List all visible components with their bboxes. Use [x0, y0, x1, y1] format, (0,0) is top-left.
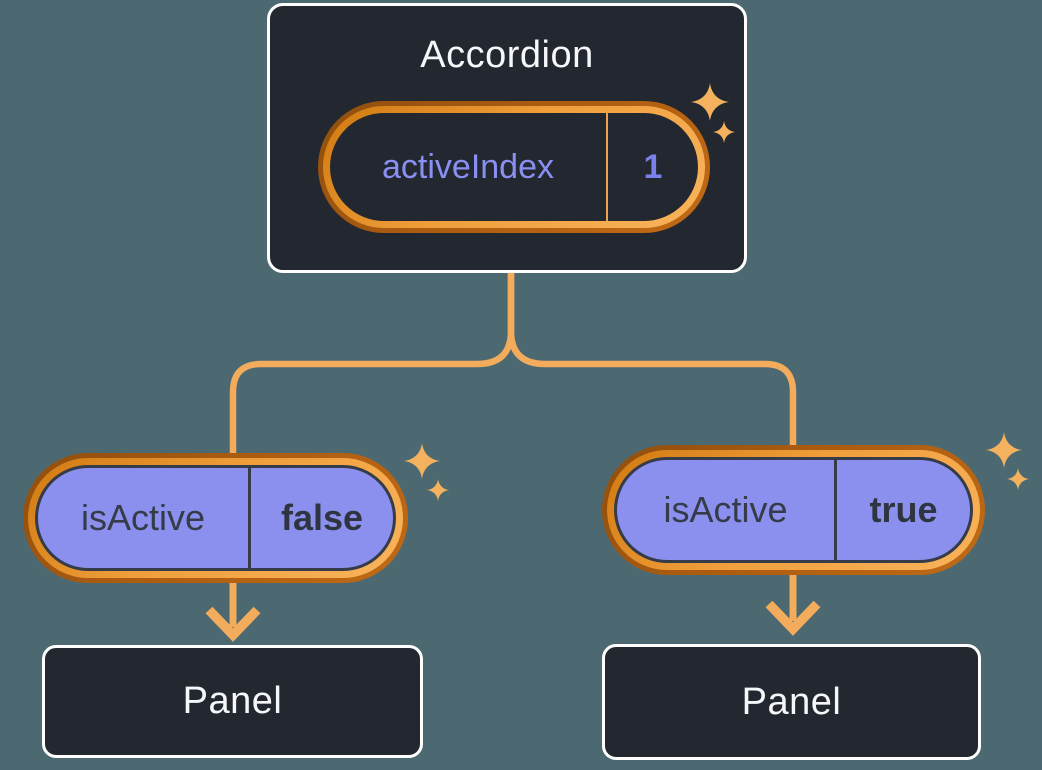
state-value-segment: 1 — [608, 113, 698, 221]
sparkle-icon — [404, 443, 440, 479]
state-label: activeIndex — [382, 147, 554, 186]
panel-node-right: Panel — [602, 644, 981, 760]
state-pill-body: activeIndex 1 — [330, 113, 698, 221]
prop-label: isActive — [663, 489, 788, 530]
prop-pill-body: isActive true — [614, 457, 973, 563]
branch-line-right — [507, 265, 797, 448]
pill-ring-outer: isActive true — [602, 445, 985, 575]
prop-pill-isactive-false: isActive false — [23, 453, 408, 583]
pill-ring-inner: activeIndex 1 — [323, 106, 705, 228]
prop-pill-body: isActive false — [35, 465, 396, 571]
sparkle-icon — [427, 479, 450, 502]
prop-value: false — [280, 497, 364, 538]
accordion-title: Accordion — [420, 34, 594, 76]
pill-divider — [606, 113, 608, 221]
prop-value: true — [869, 489, 938, 530]
prop-value-segment: true — [837, 460, 970, 560]
accordion-node: Accordion activeIndex 1 — [267, 3, 747, 273]
branch-line-left — [229, 265, 515, 456]
pill-ring-inner: isActive false — [28, 458, 403, 578]
pill-ring-outer: activeIndex 1 — [318, 101, 710, 233]
panel-node-left: Panel — [42, 645, 423, 758]
panel-title: Panel — [741, 680, 842, 723]
pill-ring-outer: isActive false — [23, 453, 408, 583]
arrow-head-right — [765, 600, 821, 636]
sparkle-icon — [986, 432, 1022, 468]
pill-ring-inner: isActive true — [607, 450, 980, 570]
prop-value-segment: false — [251, 468, 393, 568]
state-pill-activeindex: activeIndex 1 — [318, 101, 710, 233]
prop-label-segment: isActive — [38, 468, 248, 568]
pill-divider — [834, 460, 837, 560]
prop-pill-isactive-true: isActive true — [602, 445, 985, 575]
state-label-segment: activeIndex — [330, 113, 606, 221]
pill-divider — [248, 468, 251, 568]
arrow-head-left — [205, 606, 261, 642]
prop-label-segment: isActive — [617, 460, 834, 560]
state-value: 1 — [643, 147, 663, 186]
sparkle-icon — [1007, 468, 1030, 491]
panel-title: Panel — [182, 680, 283, 722]
prop-label: isActive — [80, 497, 206, 538]
